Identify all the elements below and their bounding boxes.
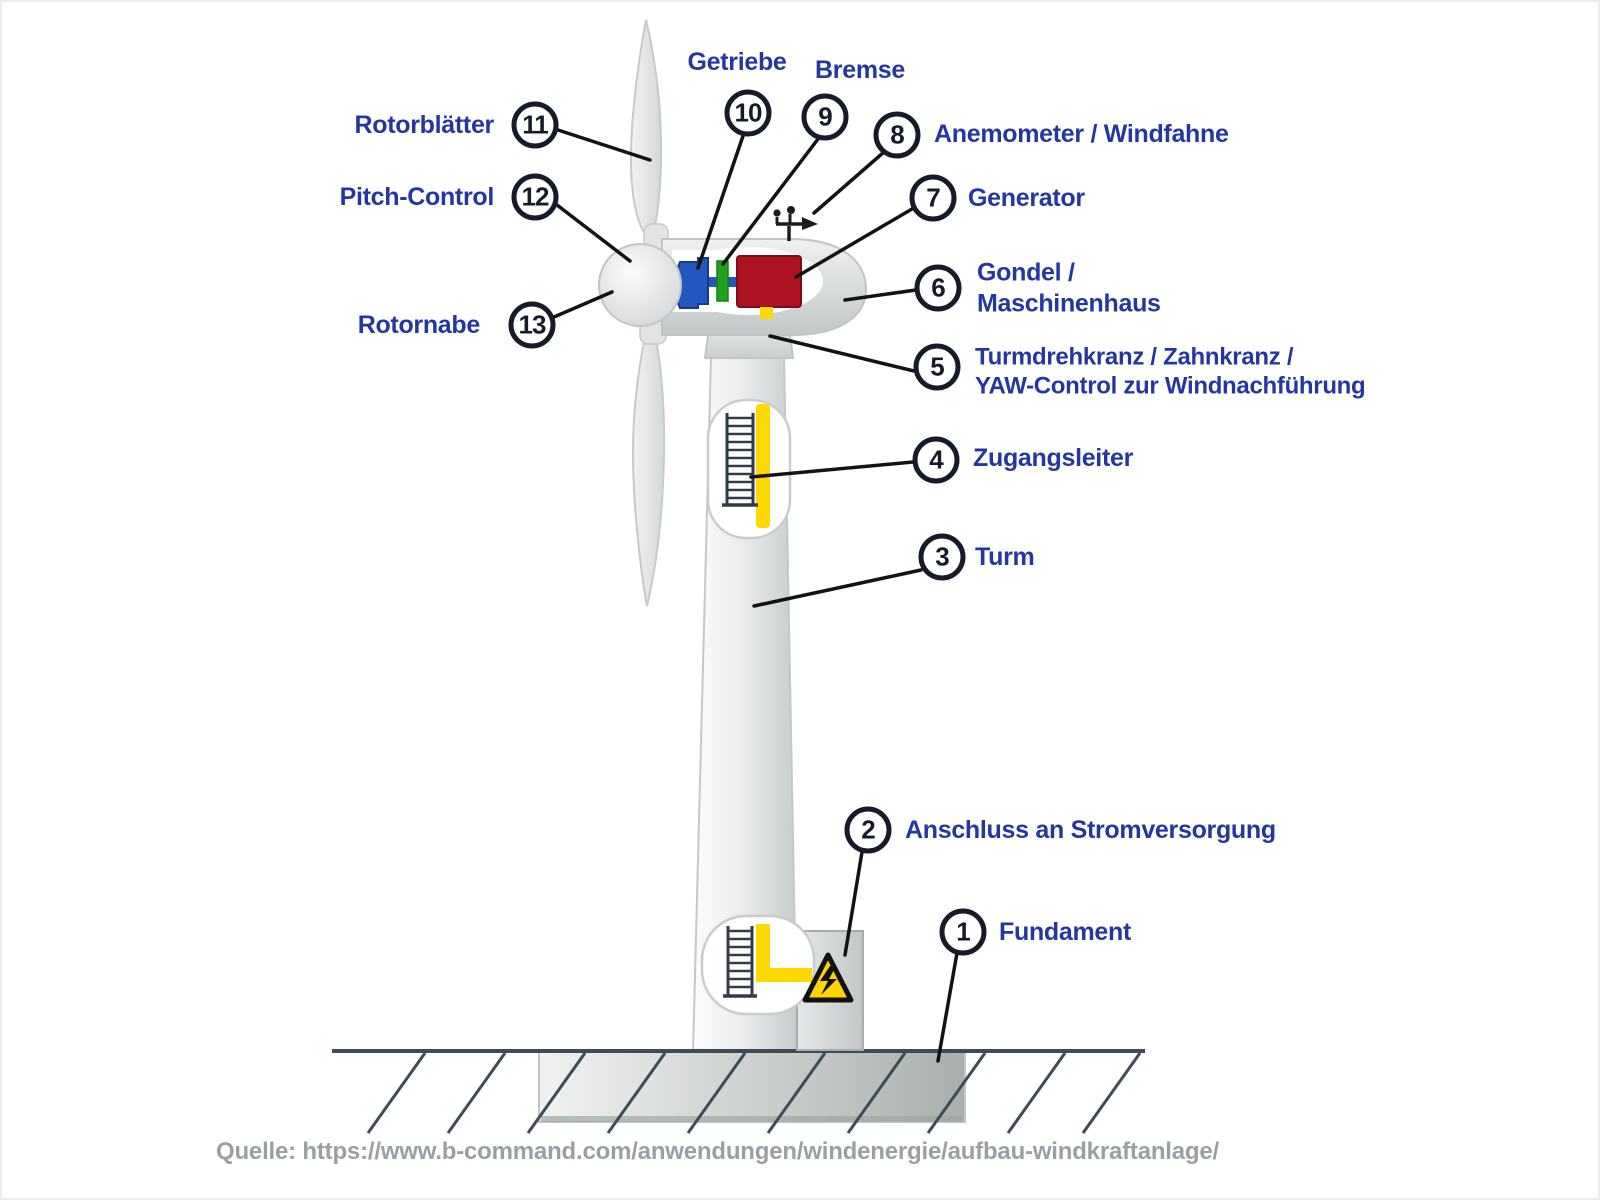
- label-turmdrehkranz-line2: YAW-Control zur Windnachführung: [975, 373, 1366, 400]
- foundation-shadow: [541, 1116, 963, 1122]
- label-gondel-maschinenhaus: Gondel / Maschinenhaus: [977, 258, 1161, 319]
- callout-1-badge: 1: [939, 908, 987, 956]
- callout-8-badge: 8: [873, 111, 921, 159]
- label-gondel-line1: Gondel /: [977, 258, 1075, 287]
- callout-3-badge: 3: [918, 533, 966, 581]
- label-rotorblaetter: Rotorblätter: [354, 110, 495, 139]
- tower-cutaway-lower: [700, 914, 816, 1016]
- label-bremse: Bremse: [815, 55, 905, 84]
- label-gondel-line2: Maschinenhaus: [977, 289, 1161, 317]
- callout-12-badge: 12: [511, 173, 559, 221]
- ladder-lower: [723, 926, 757, 998]
- label-turmdrehkranz-line1: Turmdrehkranz / Zahnkranz /: [975, 343, 1294, 371]
- label-generator: Generator: [968, 183, 1085, 212]
- warning-triangle-icon: [802, 952, 854, 1003]
- callout-13-badge: 13: [508, 301, 556, 349]
- callout-10-badge: 10: [724, 89, 772, 137]
- label-turmdrehkranz-yaw: Turmdrehkranz / Zahnkranz / YAW-Control …: [975, 343, 1366, 402]
- rotor-blade-lower: [631, 317, 666, 607]
- callout-7-badge: 7: [909, 174, 957, 222]
- foundation: [538, 1051, 966, 1123]
- label-getriebe: Getriebe: [687, 47, 787, 76]
- ladder-upper: [722, 413, 758, 507]
- callout-5-badge: 5: [913, 343, 961, 391]
- ground-hatching: [366, 1052, 1142, 1134]
- label-rotornabe: Rotornabe: [357, 310, 481, 339]
- power-cable-upper: [756, 404, 770, 528]
- label-pitch-control: Pitch-Control: [339, 182, 495, 211]
- generator-cable-stub: [760, 307, 773, 319]
- power-cable-lower: [756, 924, 812, 982]
- rotor-hub: [598, 243, 682, 327]
- label-anschluss-stromversorgung: Anschluss an Stromversorgung: [905, 815, 1276, 844]
- callout-6-badge: 6: [914, 264, 962, 312]
- label-turm: Turm: [975, 542, 1035, 571]
- callout-11-badge: 11: [511, 101, 559, 149]
- label-fundament: Fundament: [999, 917, 1132, 946]
- anemometer-icon: [773, 206, 818, 241]
- leader-lines: [552, 128, 959, 1063]
- callout-9-badge: 9: [801, 93, 849, 141]
- source-attribution: Quelle: https://www.b-command.com/anwend…: [216, 1138, 1220, 1165]
- label-zugangsleiter: Zugangsleiter: [973, 443, 1134, 472]
- brake-disc: [716, 260, 729, 302]
- rotor-blade-upper: [629, 19, 663, 242]
- callout-4-badge: 4: [912, 436, 960, 484]
- callout-2-badge: 2: [844, 806, 892, 854]
- tower-cutaway-upper: [706, 398, 792, 540]
- label-anemometer-windfahne: Anemometer / Windfahne: [934, 119, 1229, 148]
- generator: [736, 255, 802, 308]
